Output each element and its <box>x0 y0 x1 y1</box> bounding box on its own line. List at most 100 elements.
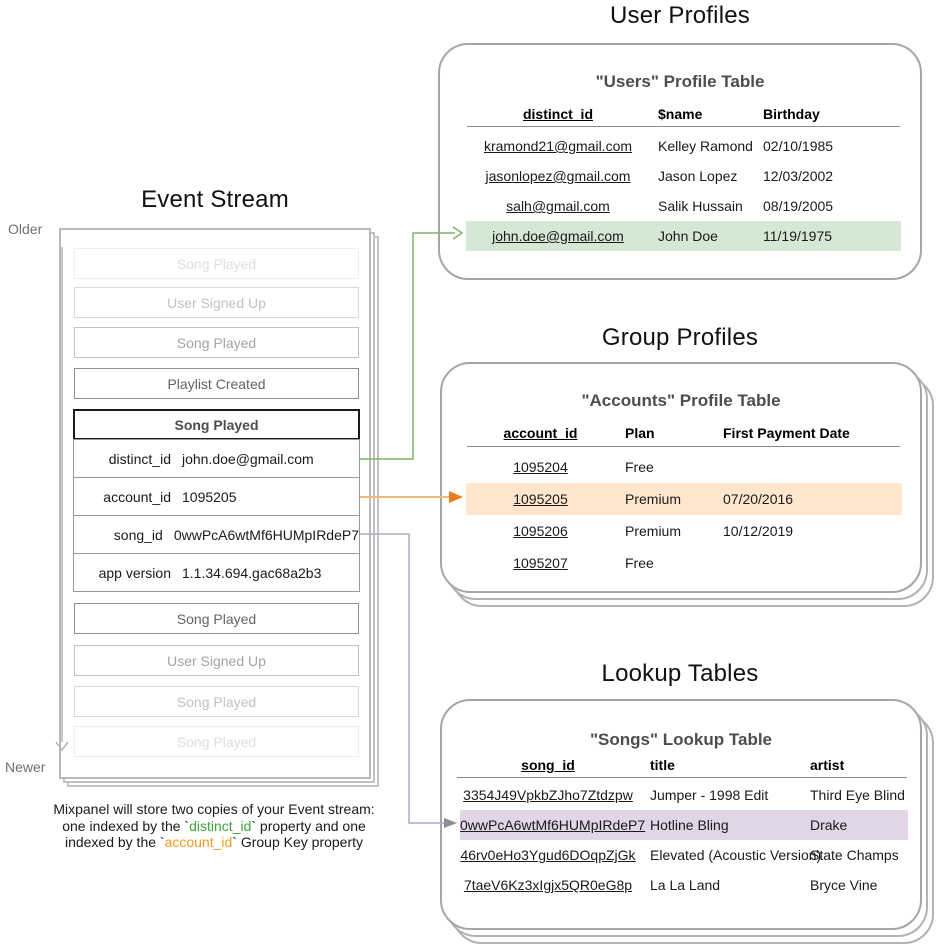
users-table-header: distinct_id $name Birthday <box>466 104 901 124</box>
birthday-cell: 12/03/2002 <box>763 168 834 184</box>
group-profiles-title: Group Profiles <box>601 324 759 351</box>
name-cell: Salik Hussain <box>658 198 743 214</box>
caption-line-1: Mixpanel will store two copies of your E… <box>53 801 375 817</box>
column-header-account-id: account_id <box>503 425 578 441</box>
account-id-cell: 1095204 <box>513 459 568 475</box>
song-row: 46rv0eHo3Ygud6DOqpZjGk Elevated (Acousti… <box>460 840 908 870</box>
song-title-cell: Elevated (Acoustic Version) <box>650 847 822 863</box>
user-profile-row: jasonlopez@gmail.com Jason Lopez 12/03/2… <box>466 161 901 191</box>
column-header-birthday: Birthday <box>763 106 820 122</box>
event-item: Song Played <box>74 686 359 717</box>
distinct-id-cell: john.doe@gmail.com <box>492 228 624 244</box>
artist-cell: State Champs <box>810 847 899 863</box>
header-divider <box>467 446 900 447</box>
event-item: Song Played <box>74 327 359 358</box>
artist-cell: Bryce Vine <box>810 877 878 893</box>
user-profiles-title: User Profiles <box>610 2 750 29</box>
column-header-artist: artist <box>810 757 845 773</box>
newer-label: Newer <box>5 759 46 775</box>
first-payment-date-cell: 07/20/2016 <box>723 491 794 507</box>
distinct-id-cell: jasonlopez@gmail.com <box>485 168 631 184</box>
account-id-cell: 1095205 <box>513 491 568 507</box>
birthday-cell: 11/19/1975 <box>763 228 833 244</box>
song-id-cell: 0wwPcA6wtMf6HUMpIRdeP7 <box>460 817 646 833</box>
plan-cell: Premium <box>625 523 682 539</box>
account-id-cell: 1095206 <box>513 523 568 539</box>
first-payment-date-cell: 10/12/2019 <box>723 523 794 539</box>
header-divider <box>457 777 907 778</box>
event-item: User Signed Up <box>74 287 359 318</box>
caption-text: ` property and one <box>251 817 366 834</box>
property-key: distinct_id <box>108 450 171 467</box>
lookup-tables-title: Lookup Tables <box>601 660 759 687</box>
plan-cell: Premium <box>625 491 682 507</box>
account-id-cell: 1095207 <box>513 555 568 571</box>
group-profile-row: 1095204 Free <box>466 451 902 483</box>
property-value: 1.1.34.694.gac68a2b3 <box>182 564 322 581</box>
property-value: john.doe@gmail.com <box>182 450 314 467</box>
column-header-song-id: song_id <box>521 757 575 773</box>
property-key: app version <box>98 564 171 581</box>
property-value: 1095205 <box>182 488 237 505</box>
event-stream-title: Event Stream <box>141 186 289 213</box>
event-property-row-account-id: account_id 1095205 <box>73 477 360 516</box>
property-value: 0wwPcA6wtMf6HUMpIRdeP7 <box>173 526 359 543</box>
user-profile-row: kramond21@gmail.com Kelley Ramond 02/10/… <box>466 131 901 161</box>
song-id-cell: 46rv0eHo3Ygud6DOqpZjGk <box>460 847 636 863</box>
event-property-row-song-id: song_id 0wwPcA6wtMf6HUMpIRdeP7 <box>73 515 360 554</box>
event-item: User Signed Up <box>74 645 359 676</box>
distinct-id-cell: kramond21@gmail.com <box>483 138 633 154</box>
users-table-title: "Users" Profile Table <box>595 72 765 91</box>
song-id-cell: 3354J49VpkbZJho7Ztdzpw <box>463 787 633 803</box>
songs-table-title: "Songs" Lookup Table <box>589 730 773 749</box>
birthday-cell: 02/10/1985 <box>763 138 834 154</box>
expanded-event-name: Song Played <box>73 409 360 440</box>
user-profile-row: salh@gmail.com Salik Hussain 08/19/2005 <box>466 191 901 221</box>
event-item: Song Played <box>74 603 359 634</box>
artist-cell: Third Eye Blind <box>810 787 905 803</box>
event-item: Song Played <box>74 248 359 279</box>
name-cell: Jason Lopez <box>658 168 738 184</box>
name-cell: John Doe <box>658 228 718 244</box>
event-property-row-distinct-id: distinct_id john.doe@gmail.com <box>73 439 360 478</box>
birthday-cell: 08/19/2005 <box>763 198 834 214</box>
song-row: 7taeV6Kz3xIgjx5QR0eG8p La La Land Bryce … <box>460 870 908 900</box>
caption-text: ` Group Key property <box>232 834 364 850</box>
song-title-cell: Hotline Bling <box>650 817 729 833</box>
caption-line-2: one indexed by the `distinct_id` propert… <box>34 818 394 835</box>
accounts-table-header: account_id Plan First Payment Date <box>466 423 902 443</box>
song-row: 3354J49VpkbZJho7Ztdzpw Jumper - 1998 Edi… <box>460 780 908 810</box>
event-item-label: Playlist Created <box>167 375 266 392</box>
column-header-title: title <box>650 757 675 773</box>
event-item-label: Song Played <box>176 255 257 272</box>
caption-line-3: indexed by the `account_id` Group Key pr… <box>34 834 394 851</box>
column-header-plan: Plan <box>625 425 655 441</box>
column-header-first-payment-date: First Payment Date <box>723 425 850 441</box>
event-item-label: User Signed Up <box>167 652 266 669</box>
distinct-id-keyword: distinct_id <box>189 817 252 834</box>
column-header-name: $name <box>658 106 703 122</box>
group-profile-row: 1095206 Premium 10/12/2019 <box>466 515 902 547</box>
event-item-label: Song Played <box>176 733 257 750</box>
accounts-table-title: "Accounts" Profile Table <box>581 391 781 410</box>
header-divider <box>467 126 900 127</box>
song-row-highlighted: 0wwPcA6wtMf6HUMpIRdeP7 Hotline Bling Dra… <box>460 810 908 840</box>
event-item-label: Song Played <box>176 693 257 710</box>
event-item: Song Played <box>74 726 359 757</box>
plan-cell: Free <box>625 555 654 571</box>
diagram-caption: Mixpanel will store two copies of your E… <box>34 801 394 851</box>
song-title-cell: La La Land <box>650 877 721 893</box>
user-profile-row-highlighted: john.doe@gmail.com John Doe 11/19/1975 <box>466 221 901 251</box>
group-profile-row: 1095207 Free <box>466 547 902 579</box>
plan-cell: Free <box>625 459 654 475</box>
property-key: song_id <box>113 526 163 543</box>
songs-table-header: song_id title artist <box>460 755 908 775</box>
expanded-event-card: Song Played distinct_id john.doe@gmail.c… <box>73 409 360 592</box>
event-item: Playlist Created <box>74 368 359 399</box>
column-header-distinct-id: distinct_id <box>522 106 593 122</box>
event-item-label: Song Played <box>176 334 257 351</box>
account-id-keyword: account_id <box>164 834 233 850</box>
property-key: account_id <box>103 488 171 505</box>
distinct-id-cell: salh@gmail.com <box>506 198 610 214</box>
